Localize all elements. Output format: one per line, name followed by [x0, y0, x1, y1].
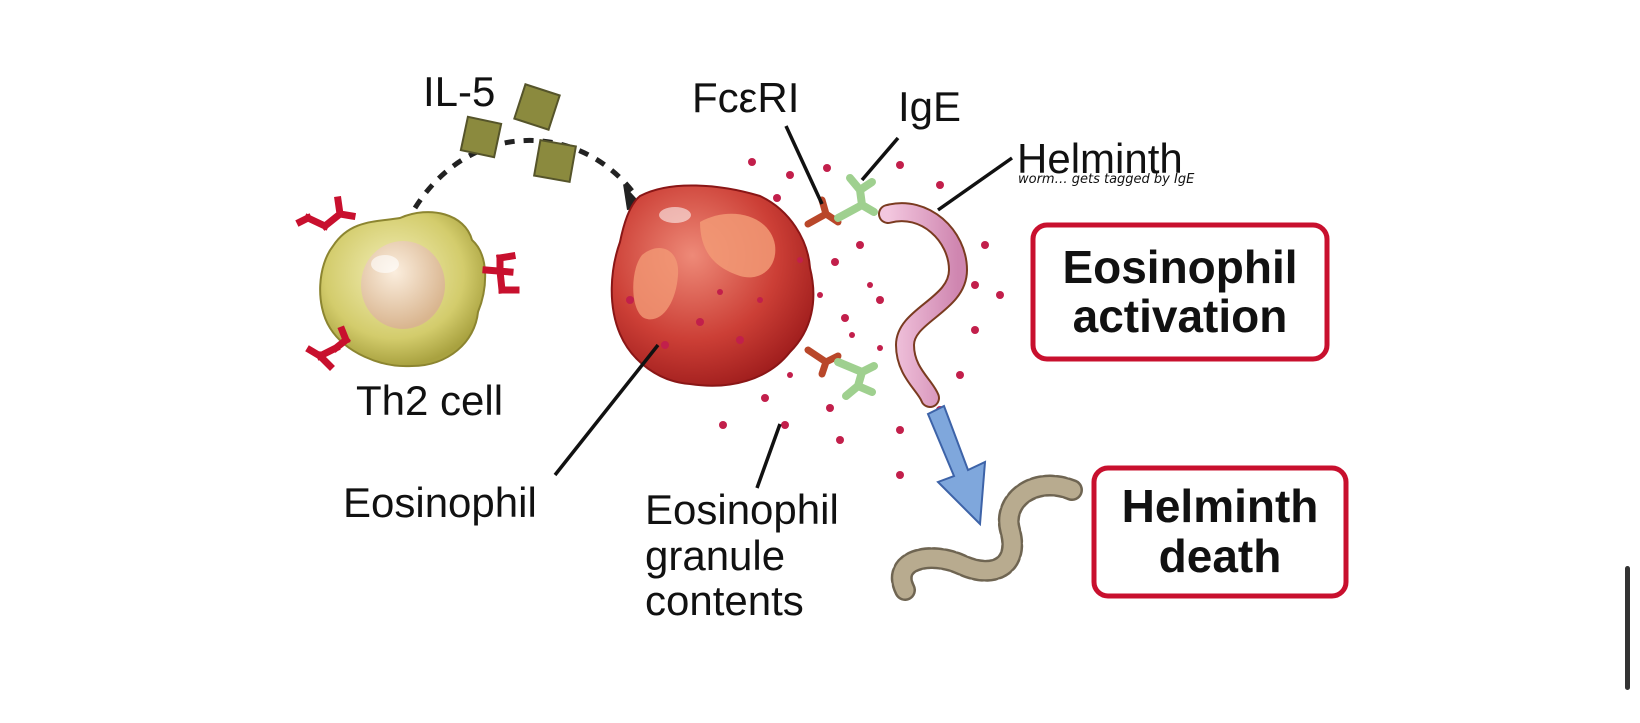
ige-label: IgE	[898, 83, 961, 130]
granule-label-line1: Eosinophil	[645, 486, 839, 533]
down-arrow-icon	[926, 404, 987, 527]
activation-line1: Eosinophil	[1062, 241, 1297, 293]
helminth-icon	[878, 202, 969, 408]
granule-label-line2: granule	[645, 532, 785, 579]
dead-helminth-icon	[890, 474, 1083, 601]
leader-lines	[553, 125, 1014, 489]
th2-cell-icon	[295, 196, 520, 371]
il5-label: IL-5	[423, 68, 495, 115]
helminth-label: Helminth	[1017, 135, 1183, 182]
death-line2: death	[1159, 530, 1282, 582]
activation-line2: activation	[1073, 290, 1288, 342]
eosinophil-label: Eosinophil	[343, 479, 537, 526]
handwritten-note: worm… gets tagged by IgE	[1018, 172, 1195, 187]
ige-antibody-icon	[834, 174, 878, 400]
helminth-death-box: Helminth death	[1091, 465, 1349, 599]
il5-cytokine-icon	[459, 83, 578, 184]
th2-cell-label: Th2 cell	[356, 377, 503, 424]
eosinophil-activation-box: Eosinophil activation	[1030, 222, 1330, 362]
death-line1: Helminth	[1122, 480, 1319, 532]
granule-label-line3: contents	[645, 577, 804, 624]
vertical-scrollbar[interactable]	[1625, 566, 1630, 690]
il5-signal-arrow	[412, 138, 645, 210]
eosinophil-icon	[610, 184, 815, 387]
granule-dots	[719, 158, 1004, 479]
fceri-label: FcεRI	[692, 74, 799, 121]
